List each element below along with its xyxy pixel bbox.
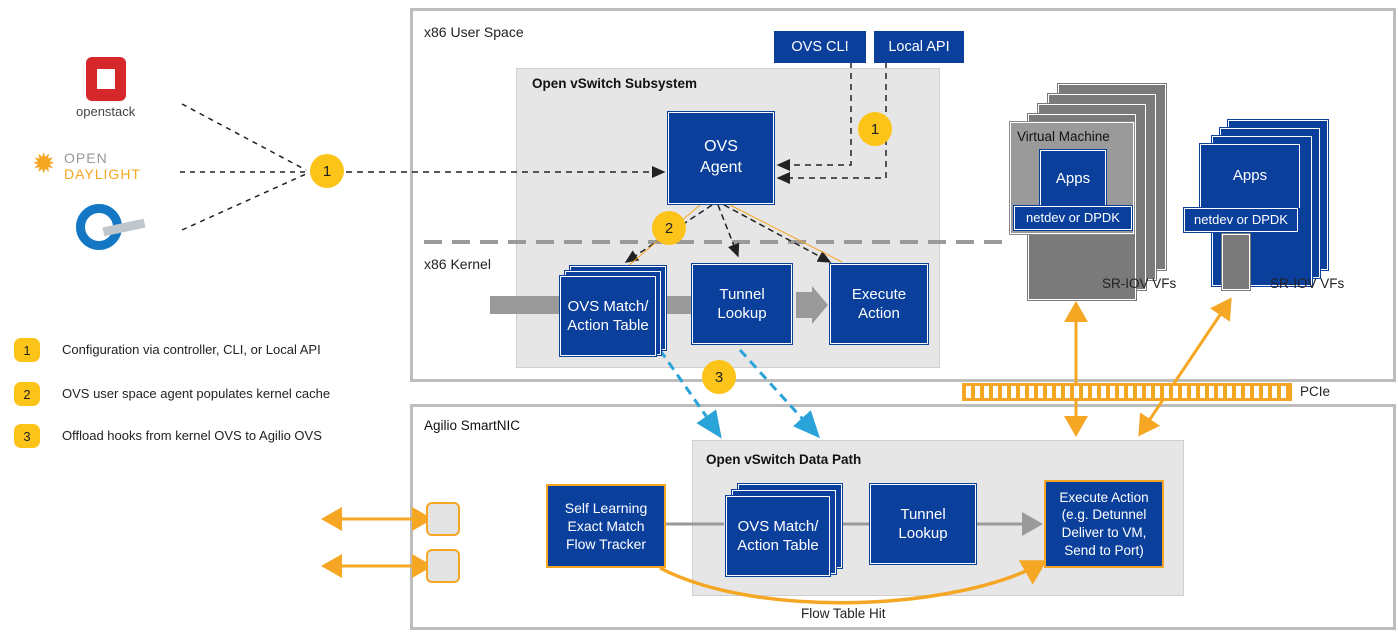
- opendaylight-icon: ✹: [32, 148, 56, 179]
- pcie-slot-tick: [1254, 386, 1259, 398]
- pcie-slot-tick: [1038, 386, 1043, 398]
- pcie-slot-tick: [1218, 386, 1223, 398]
- nic-execute-action: Execute Action (e.g. Detunnel Deliver to…: [1044, 480, 1164, 568]
- kernel-label: x86 Kernel: [424, 256, 491, 272]
- pcie-slot-tick: [1065, 386, 1070, 398]
- pcie-slot-tick: [1074, 386, 1079, 398]
- pcie-slot-tick: [966, 386, 971, 398]
- pcie-slot-tick: [1263, 386, 1268, 398]
- pcie-slot-tick: [1083, 386, 1088, 398]
- pcie-slot-tick: [1164, 386, 1169, 398]
- pcie-slot-tick: [1119, 386, 1124, 398]
- pcie-slot-tick: [1128, 386, 1133, 398]
- openstack-logo: [86, 57, 126, 101]
- apps2-box: Apps: [1200, 144, 1300, 208]
- netdev2-box: netdev or DPDK: [1184, 208, 1298, 232]
- pcie-slot-tick: [1092, 386, 1097, 398]
- pcie-label: PCIe: [1300, 384, 1331, 399]
- virtual-machine-label: Virtual Machine: [1017, 129, 1110, 144]
- flow-table-hit-label: Flow Table Hit: [801, 606, 886, 621]
- vf2-gray-stack: [1222, 234, 1250, 290]
- legend-badge-2: 2: [14, 382, 40, 406]
- agent-to-execute-arrow: [723, 204, 832, 263]
- smartnic-label: Agilio SmartNIC: [424, 418, 521, 433]
- pcie-slot-tick: [1236, 386, 1241, 398]
- pcie-slot-tick: [1137, 386, 1142, 398]
- openstack-link: [181, 103, 307, 171]
- pcie-slot-tick: [1020, 386, 1025, 398]
- opendaylight-line2: DAYLIGHT: [64, 166, 141, 182]
- network-port-1: [426, 502, 460, 536]
- pcie-slot-tick: [1200, 386, 1205, 398]
- vm-netdev-box: netdev or DPDK: [1014, 206, 1132, 230]
- agent-to-tunnel-arrow: [717, 204, 740, 258]
- network-port-2: [426, 549, 460, 583]
- offload-arrow-tunnel: [738, 348, 821, 439]
- localapi-to-agent-link: [776, 62, 887, 184]
- nic-match-table: OVS Match/ Action Table: [726, 496, 830, 576]
- local-api-box: Local API: [874, 31, 964, 63]
- legend-text-3: Offload hooks from kernel OVS to Agilio …: [62, 428, 322, 443]
- kernel-match-table: OVS Match/ Action Table: [560, 276, 656, 356]
- badge-config-cli: 1: [858, 112, 892, 146]
- pcie-slot-tick: [975, 386, 980, 398]
- user-space-label: x86 User Space: [424, 24, 524, 40]
- legend-text-1: Configuration via controller, CLI, or Lo…: [62, 342, 321, 357]
- vf2-pcie-arrow: [1138, 297, 1232, 437]
- pcie-slot-tick: [1182, 386, 1187, 398]
- ovs-subsystem-label: Open vSwitch Subsystem: [532, 76, 698, 91]
- ovs-agent-box: OVS Agent: [668, 112, 774, 204]
- pcie-slot-tick: [993, 386, 998, 398]
- badge-config-controller: 1: [310, 154, 344, 188]
- kernel-pipe-mid1: [666, 296, 692, 314]
- pcie-slot-tick: [1155, 386, 1160, 398]
- sriov-label-2: SR-IOV VFs: [1270, 276, 1345, 291]
- pcie-slot-tick: [1227, 386, 1232, 398]
- flow-hit-curve: [659, 560, 1048, 605]
- pcie-slot-tick: [984, 386, 989, 398]
- pcie-slot-tick: [1011, 386, 1016, 398]
- nic-tunnel-lookup: Tunnel Lookup: [870, 484, 976, 564]
- ovs-cli-box: OVS CLI: [774, 31, 866, 63]
- pcie-slot-tick: [1047, 386, 1052, 398]
- badge-populate: 2: [652, 211, 686, 245]
- pcie-slot-tick: [1002, 386, 1007, 398]
- pcie-slot-tick: [1281, 386, 1286, 398]
- pcie-slot-tick: [1191, 386, 1196, 398]
- pcie-slot-tick: [1056, 386, 1061, 398]
- pcie-slot-tick: [1146, 386, 1151, 398]
- vm-apps-box: Apps: [1040, 150, 1106, 208]
- nic-flow-tracker: Self Learning Exact Match Flow Tracker: [546, 484, 666, 568]
- legend-badge-1: 1: [14, 338, 40, 362]
- pcie-slot-tick: [1173, 386, 1178, 398]
- legend-text-2: OVS user space agent populates kernel ca…: [62, 386, 331, 401]
- pcie-slot-tick: [1209, 386, 1214, 398]
- badge-offload: 3: [702, 360, 736, 394]
- openstack-label: openstack: [76, 104, 136, 119]
- kernel-pipe-arrow: [796, 286, 828, 324]
- pcie-slot-tick: [1272, 386, 1277, 398]
- opendaylight-line1: OPEN: [64, 150, 108, 166]
- sriov-label-1: SR-IOV VFs: [1102, 276, 1177, 291]
- third-controller-link: [181, 173, 307, 231]
- pcie-slot-tick: [1029, 386, 1034, 398]
- kernel-pipe-in: [490, 296, 566, 314]
- kernel-execute-action: Execute Action: [830, 264, 928, 344]
- pcie-slot-tick: [1110, 386, 1115, 398]
- pcie-slot-tick: [1101, 386, 1106, 398]
- kernel-tunnel-lookup: Tunnel Lookup: [692, 264, 792, 344]
- legend-badge-3: 3: [14, 424, 40, 448]
- third-controller-logo: [76, 204, 146, 250]
- ovs-datapath-label: Open vSwitch Data Path: [706, 452, 862, 467]
- agent-thin-line-2: [729, 204, 843, 263]
- cli-to-agent-link: [776, 62, 852, 171]
- pcie-slot-tick: [1245, 386, 1250, 398]
- offload-arrow-match: [658, 349, 722, 439]
